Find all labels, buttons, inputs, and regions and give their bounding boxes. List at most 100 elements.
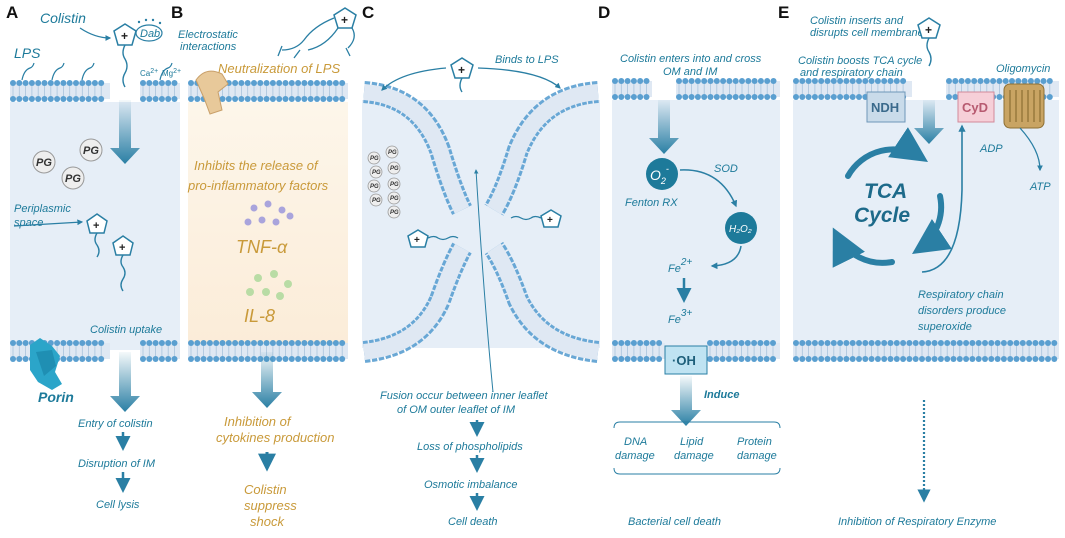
pg-small-label: PG	[370, 184, 379, 190]
lps-strands-a	[21, 62, 173, 81]
entry-arrow-a	[110, 100, 140, 164]
panel-letter-c: C	[362, 3, 374, 22]
porin-icon	[30, 338, 62, 390]
colistin-label: Colistin	[40, 10, 86, 26]
entry-arrow-d	[649, 100, 679, 154]
adp-label: ADP	[979, 143, 1003, 155]
svg-text:+: +	[119, 242, 125, 254]
oligomycin-label: Oligomycin	[996, 63, 1050, 75]
atp-label: ATP	[1029, 181, 1051, 193]
inner-membrane-e	[793, 340, 1059, 362]
ca-label: Ca2+	[140, 68, 158, 78]
fusion-arrow-line	[473, 169, 494, 393]
lps-label-a: LPS	[14, 45, 41, 61]
svg-text:PG: PG	[36, 157, 52, 169]
pg-small-label: PG	[370, 156, 379, 162]
induce-label: Induce	[704, 389, 739, 401]
panel-letter-b: B	[171, 3, 183, 22]
periplasmic-arrow	[13, 219, 84, 227]
tca-cycle-icon	[832, 127, 952, 268]
tnf-dots	[244, 200, 294, 226]
svg-text:PG: PG	[65, 173, 81, 185]
pg-circles-a: PG PG PG	[32, 138, 103, 190]
mg-label: Mg2+	[162, 68, 181, 78]
inhibition-arrow-b	[252, 352, 282, 408]
inner-membrane-d-right	[707, 340, 780, 362]
svg-text:+: +	[925, 23, 932, 37]
periplasm-c	[362, 100, 600, 348]
step-c-1: Loss of phospholipids	[417, 441, 523, 453]
pg-small-label: PG	[372, 170, 381, 176]
inner-membrane-a-left	[10, 340, 110, 362]
colistin-molecule-a3: +	[112, 235, 134, 292]
inhibition-resp-label: Inhibition of Respiratory Enzyme	[838, 516, 996, 528]
panel-letter-d: D	[598, 3, 610, 22]
inner-membrane-a-right	[140, 340, 180, 362]
svg-text:+: +	[414, 235, 420, 246]
neutralization-label: Neutralization of LPS	[218, 61, 340, 76]
panel-a: A Colistin + Dab LPS Ca2+ Mg2+ PG PG	[6, 3, 181, 511]
dab-label: Dab	[140, 28, 160, 40]
curved-membrane-c-top-right	[484, 81, 600, 216]
curved-membrane-c-bottom-left	[362, 242, 472, 363]
outer-membrane-d-right	[676, 78, 780, 100]
step-a-2: Disruption of IM	[78, 458, 156, 470]
outer-membrane-a-right	[140, 80, 180, 102]
resp-curve-arrow	[921, 124, 966, 273]
fe-arrow	[710, 245, 742, 270]
superoxide-label: O2-	[650, 164, 669, 186]
step-a-1: Entry of colistin	[78, 418, 153, 430]
inner-membrane-d-left	[612, 340, 665, 362]
il8-label: IL-8	[244, 306, 275, 326]
sod-label: SOD	[714, 163, 738, 175]
adp-atp-arrow	[1019, 127, 1043, 172]
cyd-box	[957, 91, 995, 123]
colistin-molecule-e: +	[917, 17, 941, 67]
h2o2-label: H₂O₂	[729, 224, 752, 235]
atp-synthase-icon	[1003, 83, 1045, 129]
dab-group: Dab	[135, 18, 163, 42]
il8-dots	[246, 270, 292, 300]
colistin-molecule-c3: +	[510, 209, 562, 228]
colistin-molecule-a: +	[113, 23, 137, 88]
binds-arrow-left	[381, 67, 447, 91]
tnf-label: TNF-α	[236, 237, 288, 257]
hydroxyl-box	[664, 345, 708, 375]
inner-membrane-b	[188, 340, 348, 362]
sod-arrow	[679, 169, 738, 208]
uptake-label: Colistin uptake	[90, 324, 162, 336]
svg-text:+: +	[547, 215, 553, 226]
svg-text:+: +	[341, 13, 348, 27]
pg-small-label: PG	[390, 182, 399, 188]
cyd-label: CyD	[962, 100, 988, 115]
binds-label: Binds to LPS	[495, 54, 559, 66]
svg-text:PG: PG	[83, 145, 99, 157]
pg-small-label: PG	[372, 198, 381, 204]
step-a-3: Cell lysis	[96, 499, 140, 511]
outer-membrane-a-left	[10, 80, 110, 102]
uptake-arrow-a	[110, 352, 140, 412]
svg-text:+: +	[93, 220, 99, 232]
bacterial-death-label: Bacterial cell death	[628, 516, 721, 528]
fenton-label: Fenton RX	[625, 197, 678, 209]
fe2-label: Fe2+	[668, 257, 692, 275]
svg-text:+: +	[458, 63, 465, 77]
svg-text:+: +	[121, 29, 128, 43]
pg-small-label: PG	[390, 196, 399, 202]
colistin-molecule-b: +	[277, 7, 357, 59]
binds-arrow-right	[477, 67, 561, 89]
